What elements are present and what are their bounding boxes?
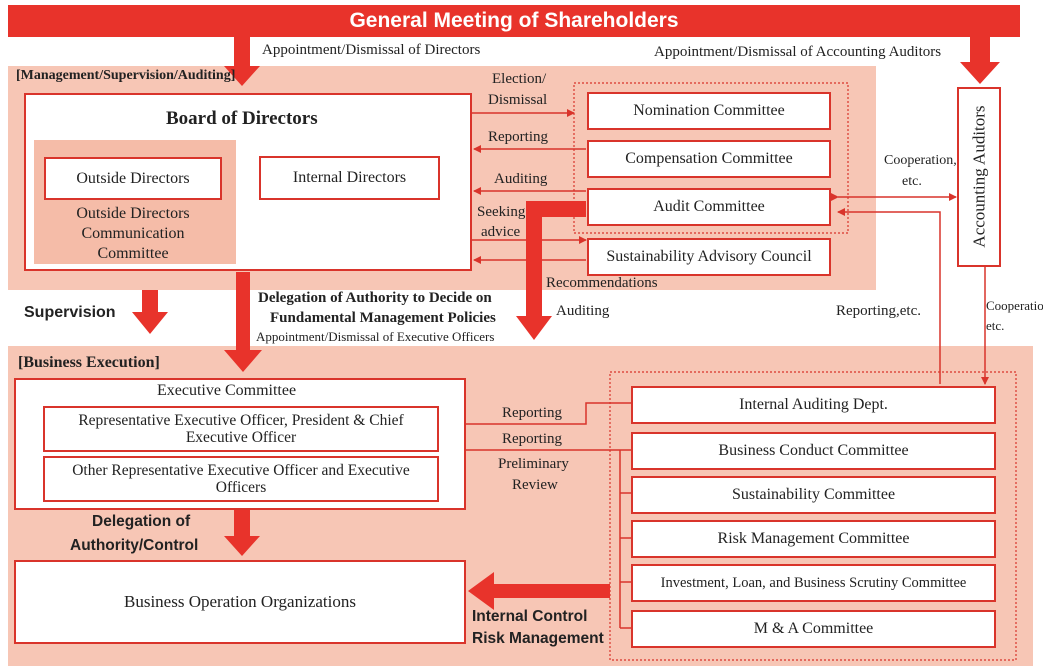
label-dismissal: Dismissal [488,92,548,108]
label-delegation-control-2: Authority/Control [70,537,199,554]
compensation-committee-label: Compensation Committee [625,150,793,168]
label-reporting-etc: Reporting,etc. [836,303,921,319]
nomination-committee-label: Nomination Committee [633,102,785,120]
label-advice: advice [481,224,521,240]
label-election: Election/ [492,71,547,87]
internal-directors-box: Internal Directors [259,156,440,200]
ma-committee-label: M & A Committee [753,620,874,638]
label-internal-control: Internal Control [472,608,588,625]
compensation-committee-box: Compensation Committee [587,140,831,178]
outside-directors-box: Outside Directors [44,157,222,200]
label-delegation-2: Fundamental Management Policies [270,310,496,326]
audit-committee-box: Audit Committee [587,188,831,226]
internal-auditing-label: Internal Auditing Dept. [739,396,888,414]
label-etc-2: etc. [986,318,1005,333]
investment-committee-box: Investment, Loan, and Business Scrutiny … [631,564,996,602]
internal-directors-label: Internal Directors [292,169,407,187]
label-appoint-exec: Appointment/Dismissal of Executive Offic… [256,329,495,344]
label-appoint-directors: Appointment/Dismissal of Directors [262,42,481,58]
label-recommendations: Recommendations [546,275,658,291]
label-preliminary: Preliminary [498,456,569,472]
outside-comm-line1: Outside Directors [76,205,190,222]
sustainability-council-label: Sustainability Advisory Council [606,248,812,266]
label-reporting-exec-a: Reporting [502,405,562,421]
rep-officer-label: Representative Executive Officer, Presid… [78,411,404,446]
label-delegation-1: Delegation of Authority to Decide on [258,290,492,306]
internal-auditing-box: Internal Auditing Dept. [631,386,996,424]
label-reporting-exec-b: Reporting [502,431,562,447]
outside-comm-line2: Communication [81,225,185,242]
label-cooperation-2: Cooperation, [986,298,1043,313]
board-title: Board of Directors [166,108,318,129]
sustainability-council-box: Sustainability Advisory Council [587,238,831,276]
sustainability-committee-box: Sustainability Committee [631,476,996,514]
label-supervision: Supervision [24,304,116,321]
label-etc-1: etc. [902,174,922,189]
label-review: Review [512,477,558,493]
label-seeking: Seeking [477,204,526,220]
label-auditing-board: Auditing [494,171,548,187]
business-conduct-box: Business Conduct Committee [631,432,996,470]
management-section-label: [Management/Supervision/Auditing] [16,68,236,83]
ma-committee-box: M & A Committee [631,610,996,648]
executive-committee-label: Executive Committee [157,382,297,399]
execution-section-label: [Business Execution] [18,354,160,371]
label-cooperation-1: Cooperation, [884,153,957,168]
audit-committee-label: Audit Committee [653,198,765,216]
label-auditing-down: Auditing [556,303,610,319]
label-reporting-board: Reporting [488,129,548,145]
business-org-label: Business Operation Organizations [124,592,356,612]
outside-comm-label: Outside Directors Communication Committe… [34,204,232,264]
label-delegation-control-1: Delegation of [92,513,191,530]
label-risk-management: Risk Management [472,630,604,647]
accounting-auditors-box: Accounting Auditors [957,87,1001,267]
outside-directors-label: Outside Directors [76,169,190,187]
label-appoint-auditors: Appointment/Dismissal of Accounting Audi… [654,44,942,60]
rep-officer-box: Representative Executive Officer, Presid… [43,406,439,452]
other-officers-box: Other Representative Executive Officer a… [43,456,439,502]
other-officers-label: Other Representative Executive Officer a… [72,461,410,496]
business-conduct-label: Business Conduct Committee [718,442,909,460]
nomination-committee-box: Nomination Committee [587,92,831,130]
investment-committee-label: Investment, Loan, and Business Scrutiny … [660,574,967,591]
accounting-auditors-label: Accounting Auditors [969,105,989,249]
outside-comm-line3: Committee [97,245,169,262]
risk-management-label: Risk Management Committee [717,530,910,548]
shareholders-title: General Meeting of Shareholders [349,9,679,32]
risk-management-box: Risk Management Committee [631,520,996,558]
sustainability-committee-label: Sustainability Committee [731,486,896,504]
business-org-box: Business Operation Organizations [14,560,466,644]
shareholders-banner: General Meeting of Shareholders [8,5,1020,37]
